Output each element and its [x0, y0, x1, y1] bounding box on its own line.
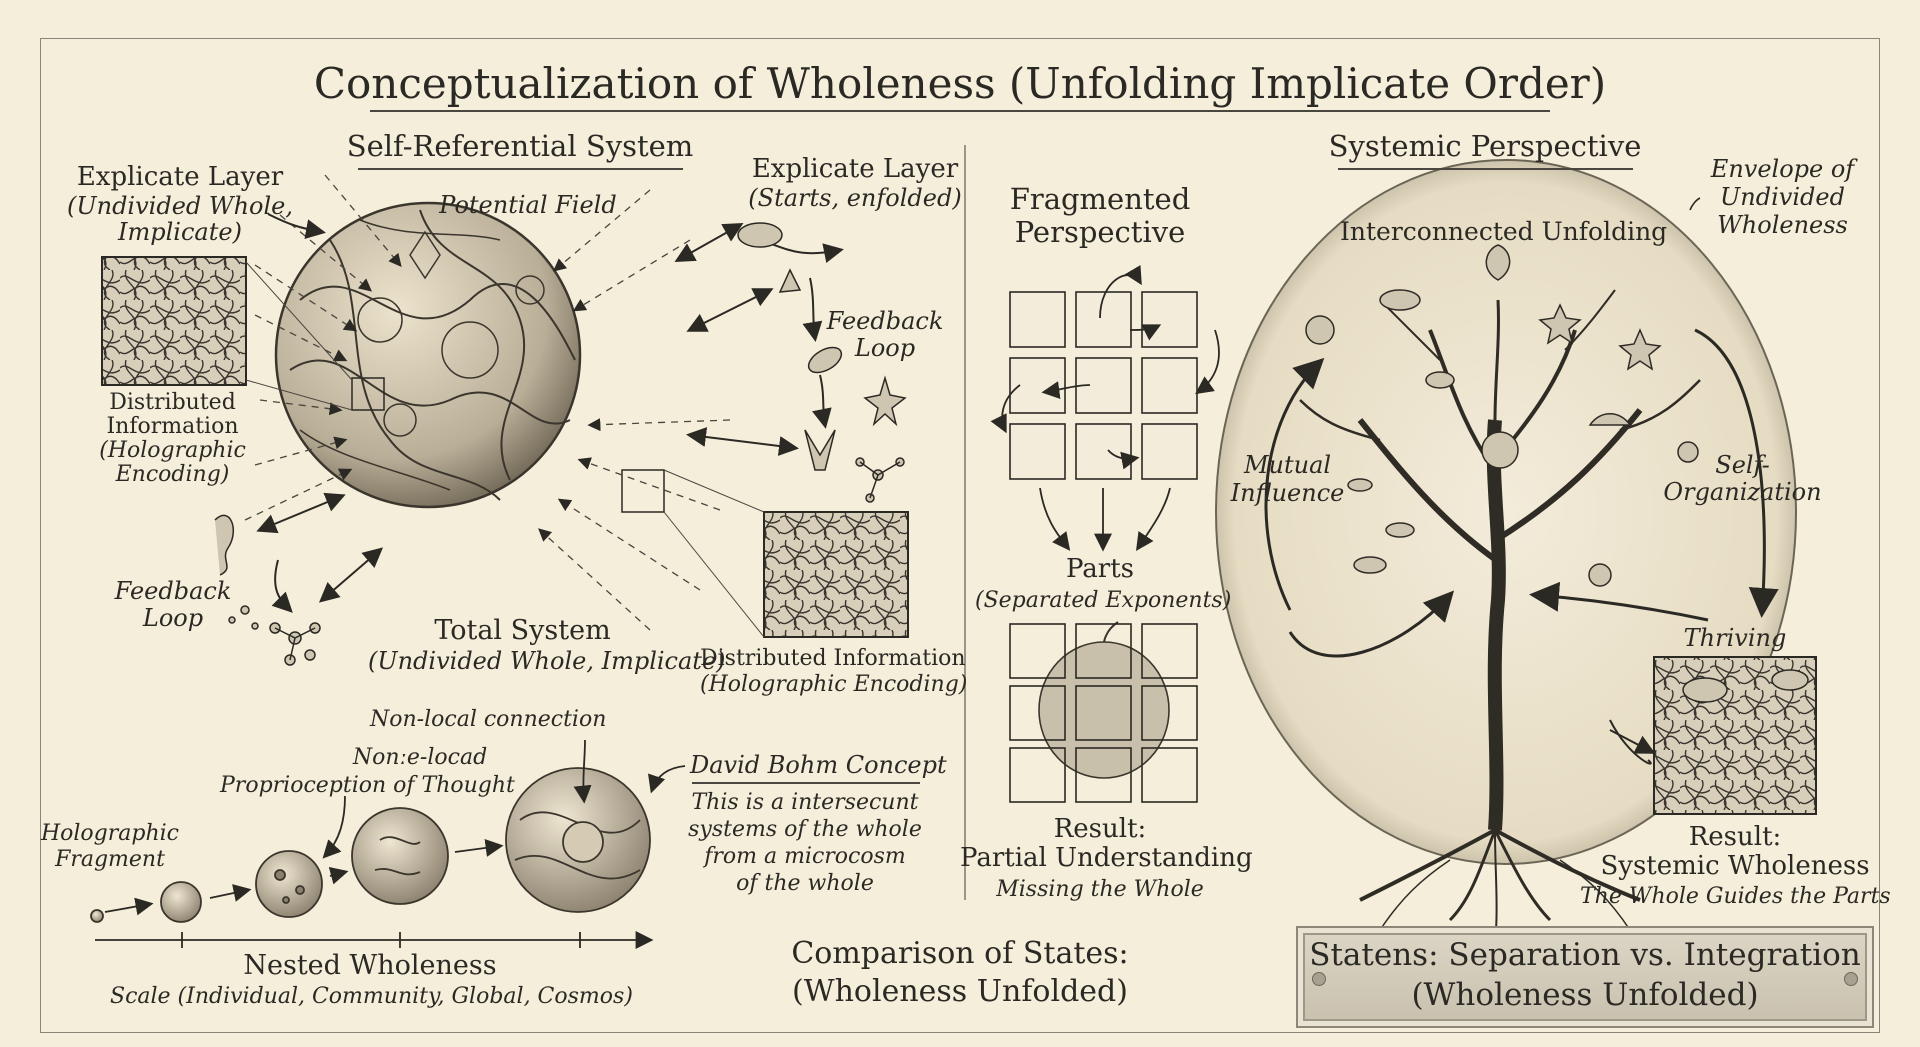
tree-of-wholeness: [1299, 244, 1701, 931]
systemic-heading: Systemic Perspective: [1328, 129, 1642, 163]
screw-icon: [1844, 972, 1858, 986]
explicate-layer-left-sub: (Undivided Whole,: [67, 192, 293, 220]
self-organization-2: Organization: [1663, 478, 1822, 506]
feedback-loop-left-2: Loop: [142, 604, 204, 632]
total-system-label: Total System: [434, 615, 611, 646]
wholeness-envelope: [1215, 159, 1797, 865]
systemic-result-1: Result:: [1688, 822, 1782, 852]
plaque-line-2: (Wholeness Unfolded): [1411, 977, 1759, 1013]
feedback-loop-left-1: Feedback: [114, 577, 232, 605]
comparison-line-1: Comparison of States:: [791, 936, 1129, 971]
fragment-arrows: [990, 265, 1220, 552]
dashed-rays: [244, 174, 731, 631]
parts-sub-label: (Separated Exponents): [975, 588, 1232, 613]
distributed-info-left-4: Encoding): [115, 462, 230, 487]
explicate-layer-left-label: Explicate Layer: [76, 162, 284, 192]
nested-arrows: [95, 739, 686, 949]
systemic-result-3: The Whole Guides the Parts: [1580, 884, 1891, 909]
bohm-line-4: of the whole: [736, 871, 874, 896]
fragmented-result-1: Result:: [1053, 814, 1147, 844]
page-title: Conceptualization of Wholeness (Unfoldin…: [313, 59, 1607, 108]
nested-wholeness-label: Nested Wholeness: [243, 950, 497, 981]
explicate-layer-right-label: Explicate Layer: [751, 154, 959, 184]
parts-label: Parts: [1065, 554, 1135, 584]
nonelocad-label: Nonːe-locad: [352, 745, 488, 770]
screw-icon: [1312, 972, 1326, 986]
fragmented-heading-2: Perspective: [1014, 215, 1186, 249]
envelope-line-1: Envelope of: [1710, 155, 1855, 183]
holographic-patch-right: [663, 469, 909, 638]
explicate-layer-right-sub: (Starts, enfolded): [748, 184, 962, 212]
interconnected-unfolding-label: Interconnected Unfolding: [1340, 217, 1668, 246]
holographic-patch-left: [101, 256, 353, 411]
envelope-line-3: Wholeness: [1717, 211, 1848, 239]
fragmented-heading-1: Fragmented: [1009, 182, 1191, 216]
right-feedback-icons: [737, 222, 907, 503]
bohm-line-1: This is a intersecunt: [691, 790, 919, 815]
nested-spheres: [90, 767, 651, 923]
distributed-info-right-2: (Holographic Encoding): [700, 672, 968, 697]
self-referential-underline: [358, 168, 683, 170]
states-plaque: Statens: Separation vs. Integration (Who…: [1296, 926, 1874, 1028]
proprioception-label: Proprioception of Thought: [220, 773, 515, 798]
fragmented-result-3: Missing the Whole: [996, 877, 1204, 902]
self-organization-1: Self-: [1715, 451, 1770, 479]
plaque-line-1: Statens: Separation vs. Integration: [1309, 937, 1861, 973]
self-referential-heading: Self-Referential System: [346, 129, 694, 163]
title-underline: [370, 110, 1550, 112]
thriving-label: Thriving: [1683, 624, 1787, 652]
systemic-arrows: [1264, 328, 1779, 765]
fragment-grid: [1009, 291, 1198, 480]
feedback-loop-right-2: Loop: [854, 334, 916, 362]
envelope-line-2: Undivided: [1720, 183, 1845, 211]
nested-scale-label: Scale (Individual, Community, Global, Co…: [110, 984, 633, 1009]
feedback-loop-right-1: Feedback: [826, 307, 944, 335]
david-bohm-label: David Bohm Concept: [690, 751, 947, 779]
section-divider: [964, 145, 966, 900]
total-system-sub: (Undivided Whole, Implicate): [368, 647, 726, 675]
mutual-influence-2: Influence: [1230, 479, 1345, 507]
distributed-info-right-1: Distributed Information: [700, 646, 966, 671]
holographic-fragment-1: Holographic: [40, 821, 180, 846]
fragmented-result-2: Partial Understanding: [960, 843, 1253, 873]
distributed-info-left-3: (Holographic: [99, 438, 246, 463]
bohm-line-2: systems of the whole: [688, 817, 922, 842]
systemic-underline: [1338, 168, 1633, 170]
systemic-result-2: Systemic Wholeness: [1600, 851, 1870, 881]
holographic-fragment-2: Fragment: [55, 847, 165, 872]
distributed-info-left-1: Distributed: [109, 390, 236, 415]
thriving-patch: [1653, 656, 1817, 815]
david-bohm-underline: [692, 782, 920, 784]
bohm-line-3: from a microcosm: [704, 844, 906, 869]
apple-grid: [1009, 621, 1198, 803]
comparison-line-2: (Wholeness Unfolded): [792, 974, 1128, 1009]
mutual-influence-1: Mutual: [1243, 451, 1332, 479]
nonlocal-connection-label: Non-local connection: [370, 707, 607, 732]
potential-field-label: Potential Field: [439, 191, 617, 219]
explicate-layer-left-sub2: Implicate): [118, 218, 242, 246]
central-sphere: [274, 201, 665, 513]
left-feedback-icons: [214, 514, 321, 666]
distributed-info-left-2: Information: [106, 414, 239, 439]
outer-frame: [40, 38, 1880, 1033]
